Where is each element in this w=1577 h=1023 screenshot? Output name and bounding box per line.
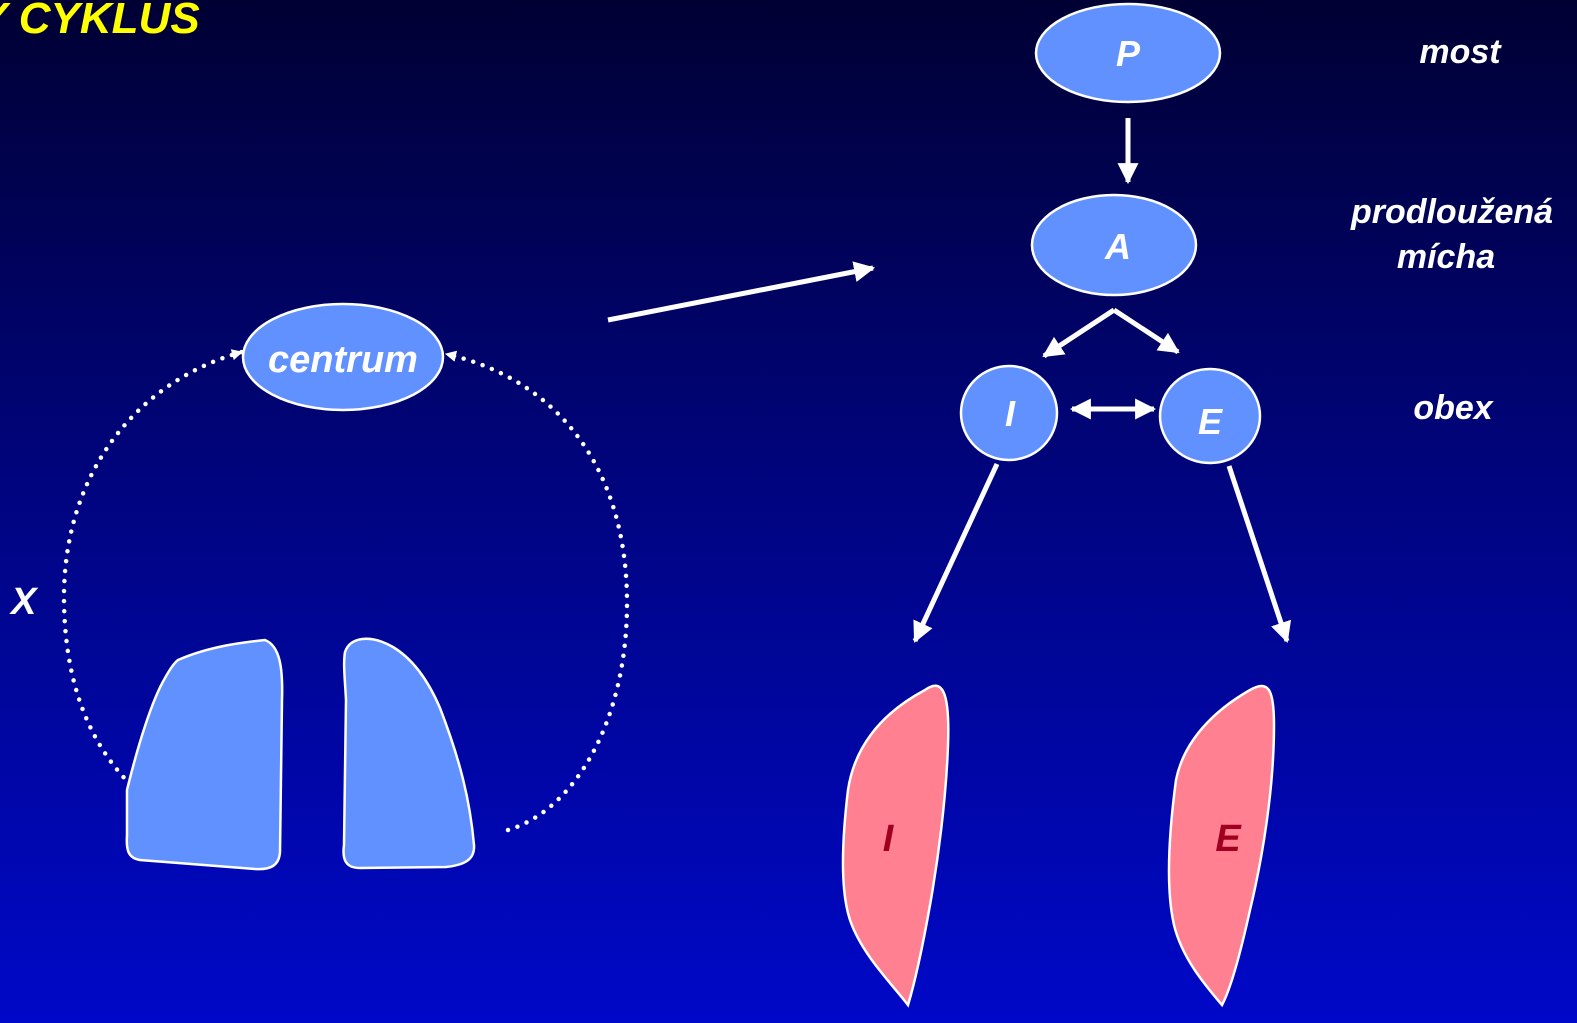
- level-label-most: most: [1419, 33, 1502, 71]
- arrow-a-to-i: [1042, 307, 1116, 359]
- medullary-node: [1030, 193, 1198, 297]
- slide-title: Y CYKLUS: [0, 0, 200, 43]
- expiratory-node: [1158, 367, 1262, 465]
- connector-arrow: [607, 261, 876, 323]
- level-label-medulla-line2: mícha: [1397, 238, 1495, 276]
- expiratory-node-label: E: [1198, 401, 1223, 442]
- arrow-i-to-muscle: [912, 462, 1000, 643]
- level-label-obex: obex: [1413, 389, 1494, 427]
- expiratory-muscle-shape: [1167, 684, 1276, 1008]
- inspiratory-muscle-label: I: [883, 818, 895, 860]
- right-lung-shape: [342, 637, 476, 870]
- expiratory-muscle-label: E: [1215, 818, 1242, 860]
- left-lung-shape: [125, 638, 284, 871]
- centrum-label: centrum: [268, 339, 418, 381]
- arrow-a-to-e: [1112, 307, 1180, 355]
- arrow-e-to-muscle: [1226, 465, 1292, 643]
- feedback-loop-left-dotted: [61, 349, 245, 801]
- inspiratory-node: [959, 364, 1059, 462]
- x-label: X: [9, 581, 39, 623]
- level-label-medulla-line1: prodloužená: [1350, 193, 1553, 231]
- feedback-loop-right-dotted: [443, 350, 630, 833]
- inspiratory-muscle-shape: [841, 684, 950, 1008]
- pontine-node-label: P: [1116, 33, 1141, 74]
- medullary-node-label: A: [1104, 226, 1131, 267]
- centrum-node: [241, 302, 445, 412]
- pontine-node: [1034, 2, 1222, 104]
- inspiratory-node-label: I: [1005, 393, 1016, 434]
